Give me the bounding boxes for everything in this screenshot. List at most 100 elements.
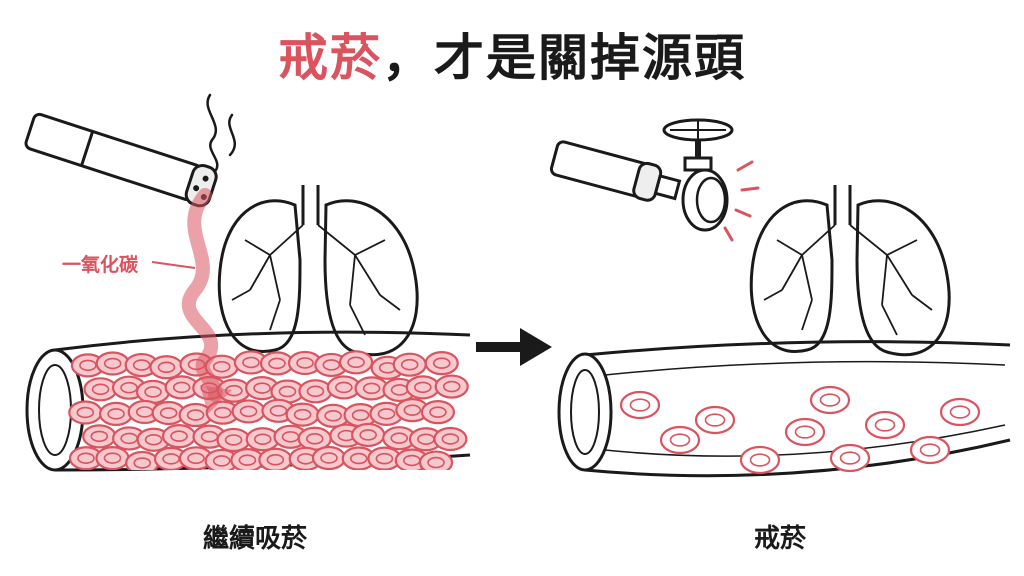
red-blood-cell-center [253, 433, 272, 445]
red-blood-cell-center [414, 381, 432, 394]
red-blood-cell [418, 450, 454, 470]
red-blood-cell-center [296, 357, 314, 369]
red-blood-cell-center [403, 404, 422, 416]
red-blood-cell [298, 379, 333, 404]
lungs-left [217, 185, 419, 357]
alert-lines [723, 160, 760, 242]
red-blood-cell-center [794, 425, 816, 439]
red-blood-cell-center [268, 357, 286, 370]
red-blood-cell-center [320, 452, 338, 464]
red-blood-cell-center [172, 381, 191, 394]
red-blood-cell [829, 443, 871, 473]
red-blood-cell-center [427, 456, 445, 469]
red-blood-cell [216, 427, 251, 453]
title-highlight: 戒菸 [278, 29, 382, 87]
red-blood-cell-center [242, 356, 260, 369]
red-blood-cell-center [335, 381, 353, 394]
red-blood-cell [939, 397, 981, 427]
lungs-right [749, 185, 951, 357]
red-blood-cell-center [839, 451, 861, 465]
blood-vessel-right [557, 340, 1011, 478]
red-blood-cell-center [76, 406, 95, 419]
red-blood-cell-center [919, 443, 941, 457]
carbon-monoxide-label: 一氧化碳 [62, 254, 139, 276]
red-blood-cell [258, 447, 293, 470]
red-blood-cell-center [212, 455, 231, 467]
title-rest: ，才是關掉源頭 [382, 29, 746, 87]
red-blood-cell-center [306, 385, 325, 398]
red-blood-cell-center [874, 418, 896, 432]
red-blood-cell [433, 426, 468, 452]
red-blood-cell-center [749, 453, 771, 467]
red-blood-cell [864, 410, 906, 440]
cigarette-with-valve-icon [549, 118, 734, 232]
red-blood-cell-center [359, 429, 377, 441]
red-blood-cell [149, 355, 184, 380]
co-leader-line [151, 261, 196, 269]
red-blood-cell-center [239, 405, 258, 418]
red-blood-cell [161, 424, 197, 449]
red-blood-cell-center [144, 386, 162, 398]
red-blood-cell-center [159, 407, 178, 419]
red-blood-cell-center [77, 452, 95, 464]
red-blood-cell-center [107, 408, 125, 420]
red-blood-cell-center [186, 409, 205, 421]
arrow-head [200, 385, 232, 414]
red-blood-cell-center [187, 452, 205, 465]
red-blood-cell [434, 374, 469, 399]
transition-arrow [476, 328, 552, 366]
red-blood-cell-center [253, 382, 271, 394]
red-blood-cell-center [238, 454, 257, 466]
red-blood-cell [619, 390, 661, 420]
red-blood-cell [420, 400, 456, 425]
red-blood-cell [338, 350, 374, 375]
red-blood-cell-center [441, 433, 460, 445]
red-blood-cell-center [704, 413, 726, 427]
red-blood-cell-center [103, 357, 122, 370]
red-blood-cell [424, 351, 459, 376]
red-blood-cell [231, 399, 266, 424]
red-blood-cell-center [144, 433, 163, 446]
red-blood-cell [351, 422, 386, 448]
red-blood-cell-center [949, 405, 971, 419]
smoke-icon [206, 93, 237, 172]
red-blood-cell-center [278, 385, 297, 398]
left-caption: 繼續吸菸 [202, 524, 307, 554]
red-blood-cell [392, 352, 427, 377]
red-blood-cell-center [432, 357, 451, 369]
red-blood-cell [82, 424, 117, 449]
red-blood-cell-center [324, 410, 342, 422]
red-blood-cell-center [377, 408, 396, 420]
red-blood-cell-center [629, 398, 651, 412]
red-blood-cell-center [351, 409, 370, 421]
red-blood-cells-sparse [619, 385, 981, 475]
cigarette-icon [24, 112, 218, 208]
red-blood-cell-center [400, 358, 419, 371]
red-blood-cell [68, 400, 103, 425]
red-blood-cell-center [305, 433, 324, 445]
red-blood-cell-center [819, 393, 841, 407]
red-blood-cell-center [103, 452, 122, 464]
red-blood-cell [694, 405, 736, 435]
page-title: 戒菸，才是關掉源頭 [0, 18, 1024, 90]
red-blood-cell [405, 375, 440, 400]
red-blood-cell-center [347, 356, 365, 369]
red-blood-cell [809, 385, 851, 415]
red-blood-cell-center [266, 454, 285, 466]
right-caption: 戒菸 [753, 524, 806, 554]
blood-vessel-left [25, 330, 471, 472]
red-blood-cell-center [349, 452, 368, 465]
red-blood-cell-center [362, 382, 381, 395]
red-blood-cell [98, 401, 134, 426]
red-blood-cell-center [212, 360, 231, 373]
red-blood-cell-center [375, 452, 394, 465]
red-blood-cell-center [390, 432, 409, 444]
red-blood-cell [135, 379, 171, 405]
red-blood-cell-center [90, 430, 109, 443]
red-blood-cell-center [429, 406, 447, 418]
red-blood-cell-center [170, 430, 188, 442]
red-blood-cell-center [442, 380, 461, 393]
red-blood-cell-center [157, 361, 176, 374]
red-blood-cell [739, 445, 781, 475]
